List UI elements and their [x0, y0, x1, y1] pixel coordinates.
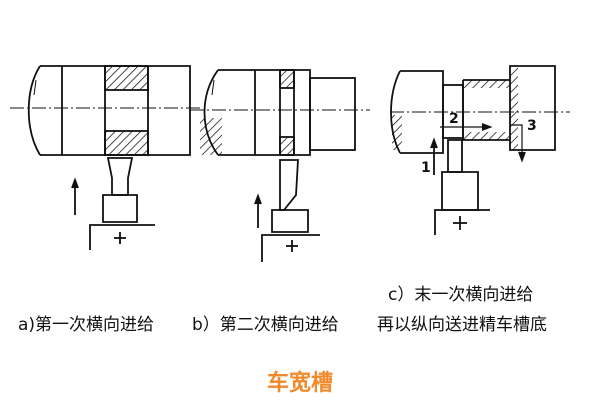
step-label-3: 3 [527, 118, 537, 134]
step-label-1: 1 [421, 160, 431, 176]
figure-title: 车宽槽 [266, 371, 333, 396]
diagram-c [390, 65, 570, 235]
caption-a: a)第一次横向进给 [18, 315, 155, 335]
diagram-b [190, 69, 370, 262]
step-label-2: 2 [449, 111, 459, 127]
caption-c-line1: c）末一次横向进给 [388, 285, 534, 305]
diagram-a [10, 65, 200, 250]
caption-b: b）第二次横向进给 [192, 315, 339, 335]
caption-c-line2: 再以纵向送进精车槽底 [377, 315, 547, 335]
